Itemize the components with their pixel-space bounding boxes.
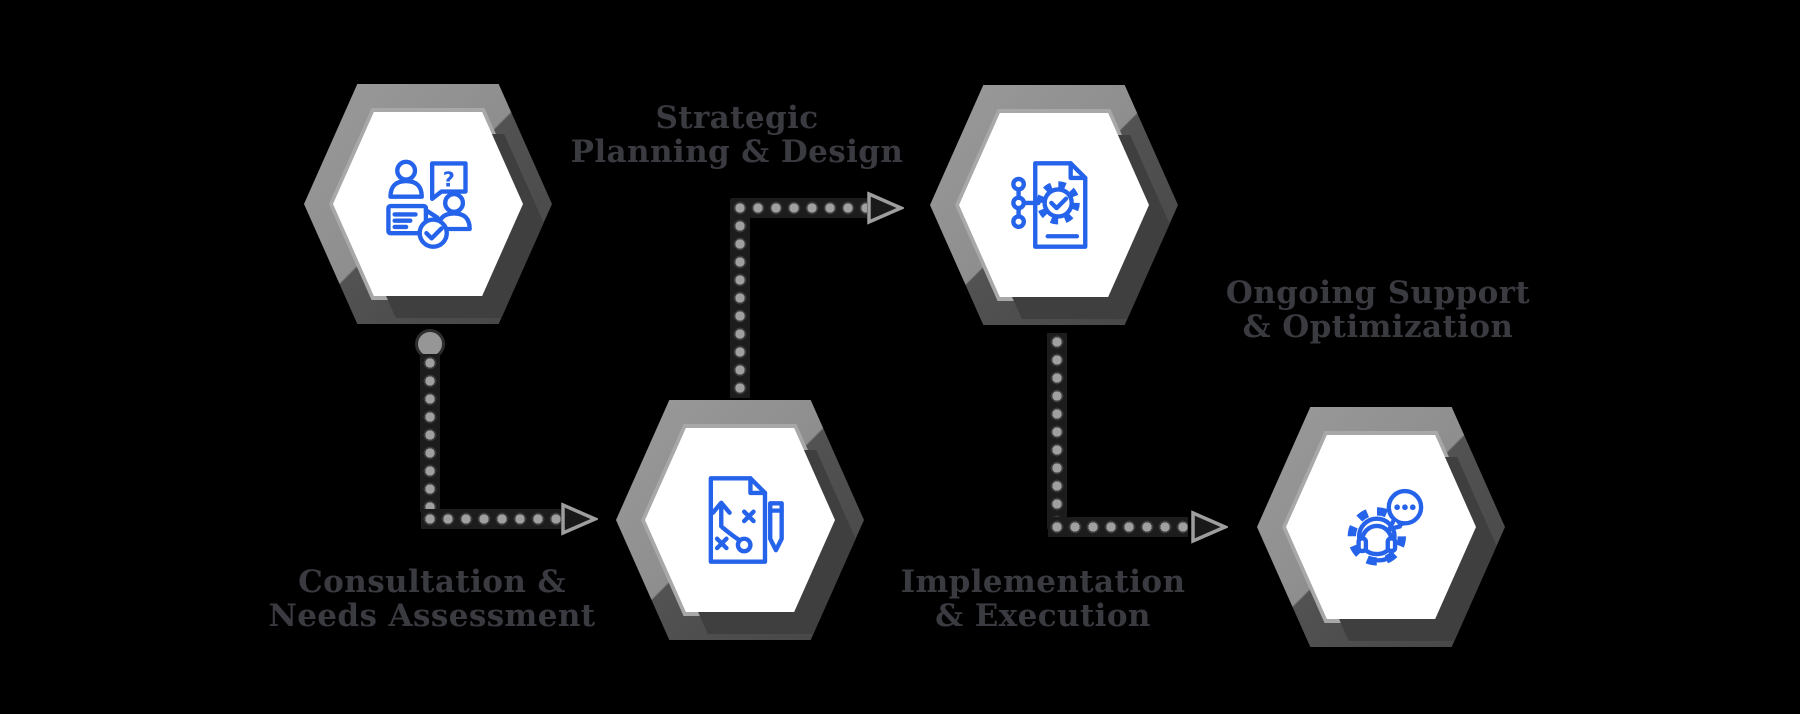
step-4-label: Ongoing Support & Optimization <box>1118 276 1638 344</box>
hexagon-step-3 <box>930 85 1178 325</box>
hexagon-step-2 <box>616 400 864 640</box>
connector-3-vertical-dots <box>1047 333 1067 529</box>
arrowhead-icon <box>561 502 598 536</box>
connector-2-vertical-dots <box>730 199 750 398</box>
step-1-label-line-1: Consultation & <box>298 564 566 600</box>
arrowhead-icon <box>867 191 904 225</box>
step-2-label-line-2: Planning & Design <box>570 134 904 170</box>
step-4-label-line-1: Ongoing Support <box>1225 275 1531 311</box>
step-3-label-line-2: & Execution <box>935 598 1151 634</box>
hexagon-step-4 <box>1257 407 1505 647</box>
hexagon-face <box>333 112 523 296</box>
step-2-label-line-1: Strategic <box>655 100 819 136</box>
connector-3-horizontal-dots <box>1048 517 1188 537</box>
step-3-label: Implementation & Execution <box>783 565 1303 633</box>
consultation-needs-icon: ? <box>386 159 472 249</box>
hexagon-step-1: ? <box>304 84 552 324</box>
connector-1-vertical-dots <box>420 354 440 512</box>
step-1-label-line-2: Needs Assessment <box>268 598 596 634</box>
strategic-planning-icon <box>708 476 784 564</box>
ongoing-support-icon <box>1347 488 1424 566</box>
step-4-label-line-2: & Optimization <box>1242 309 1514 345</box>
question-mark-glyph: ? <box>443 167 455 191</box>
implementation-icon <box>1011 161 1088 249</box>
step-3-label-line-1: Implementation <box>900 564 1186 600</box>
step-1-label: Consultation & Needs Assessment <box>172 565 692 633</box>
arrowhead-icon <box>1191 510 1228 544</box>
connector-2-horizontal-dots <box>731 198 867 218</box>
connector-1-horizontal-dots <box>421 509 561 529</box>
hexagon-face <box>645 428 835 612</box>
step-2-label: Strategic Planning & Design <box>477 101 997 169</box>
